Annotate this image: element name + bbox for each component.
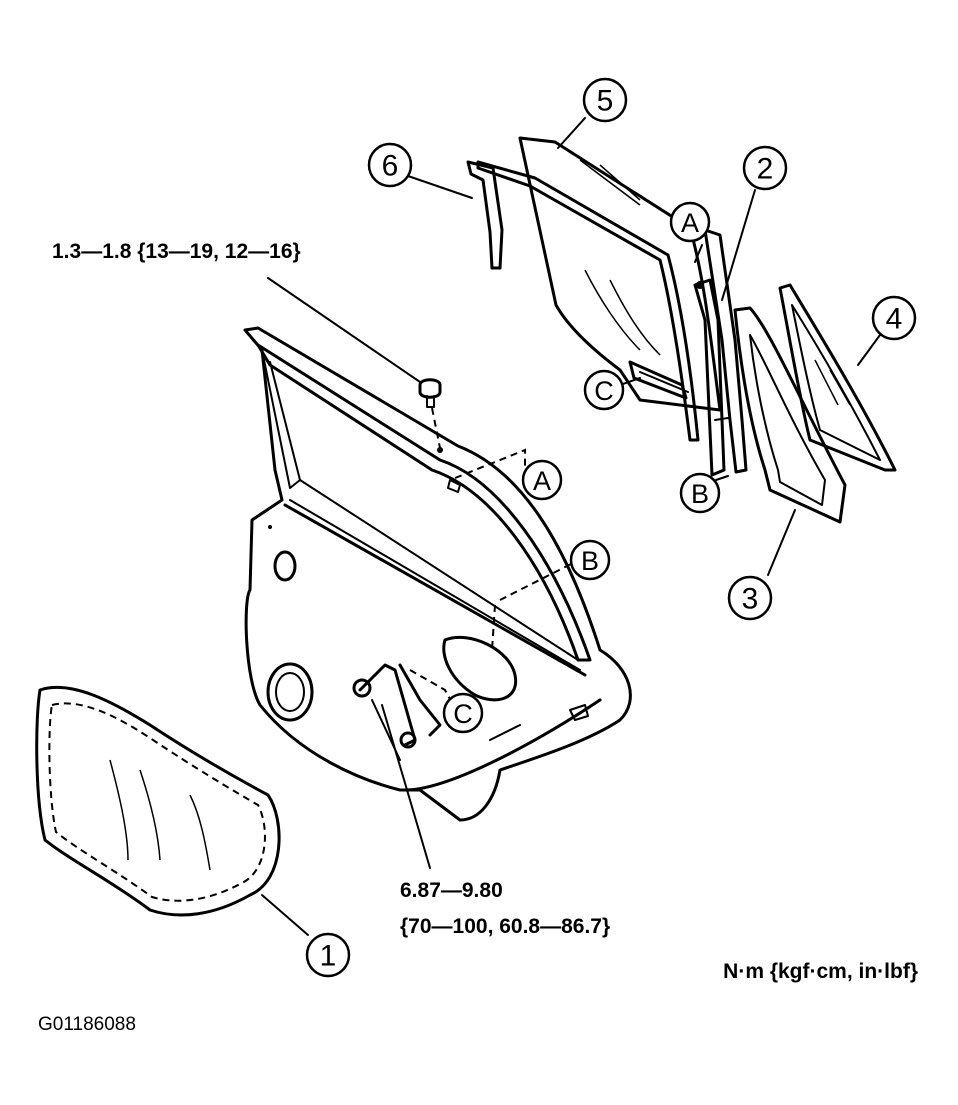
callout-1-label: 1 — [320, 940, 337, 973]
callout-4: 4 — [871, 295, 917, 341]
callout-b-glass: B — [679, 472, 721, 514]
callout-a-panel-label: A — [533, 466, 551, 496]
regulator-torque-spec-line1: 6.87—9.80 — [400, 879, 503, 902]
callout-a-glass: A — [669, 201, 711, 243]
part-2-division-bar — [693, 189, 756, 481]
callout-c-glass-label: C — [594, 376, 614, 406]
callout-3-label: 3 — [742, 583, 759, 616]
callout-5-label: 5 — [597, 85, 614, 118]
callout-c-panel-label: C — [453, 699, 473, 729]
part-1-glass-panel — [35, 685, 309, 936]
callout-b-panel: B — [569, 539, 611, 581]
reference-lines — [381, 448, 576, 869]
callout-b-panel-label: B — [581, 546, 599, 576]
part-4-quarter-glass — [778, 283, 897, 472]
door-panel — [243, 326, 632, 822]
figure-code: G01186088 — [38, 1014, 136, 1035]
upper-bolt-torque-spec: 1.3—1.8 {13—19, 12—16} — [52, 240, 301, 263]
callout-5: 5 — [582, 77, 628, 123]
callout-6-label: 6 — [382, 150, 399, 183]
callout-2-label: 2 — [757, 153, 774, 186]
callout-2: 2 — [742, 145, 788, 191]
part-5-door-glass — [476, 117, 722, 442]
callout-3: 3 — [727, 575, 773, 621]
callout-c-glass: C — [583, 369, 625, 411]
callout-b-glass-label: B — [691, 479, 709, 509]
callout-a-panel: A — [521, 459, 563, 501]
callout-c-panel: C — [442, 692, 484, 734]
regulator-torque-spec-line2: {70—100, 60.8—86.7} — [400, 915, 610, 938]
callout-a-glass-label: A — [681, 208, 699, 238]
part-3-quarter-frame — [733, 306, 847, 576]
callout-1: 1 — [305, 932, 351, 978]
torque-units: N·m {kgf·cm, in·lbf} — [723, 960, 918, 983]
upper-bolt — [267, 277, 442, 449]
callout-4-label: 4 — [886, 303, 903, 336]
part-6-run-channel — [407, 160, 504, 270]
callout-6: 6 — [367, 142, 413, 188]
